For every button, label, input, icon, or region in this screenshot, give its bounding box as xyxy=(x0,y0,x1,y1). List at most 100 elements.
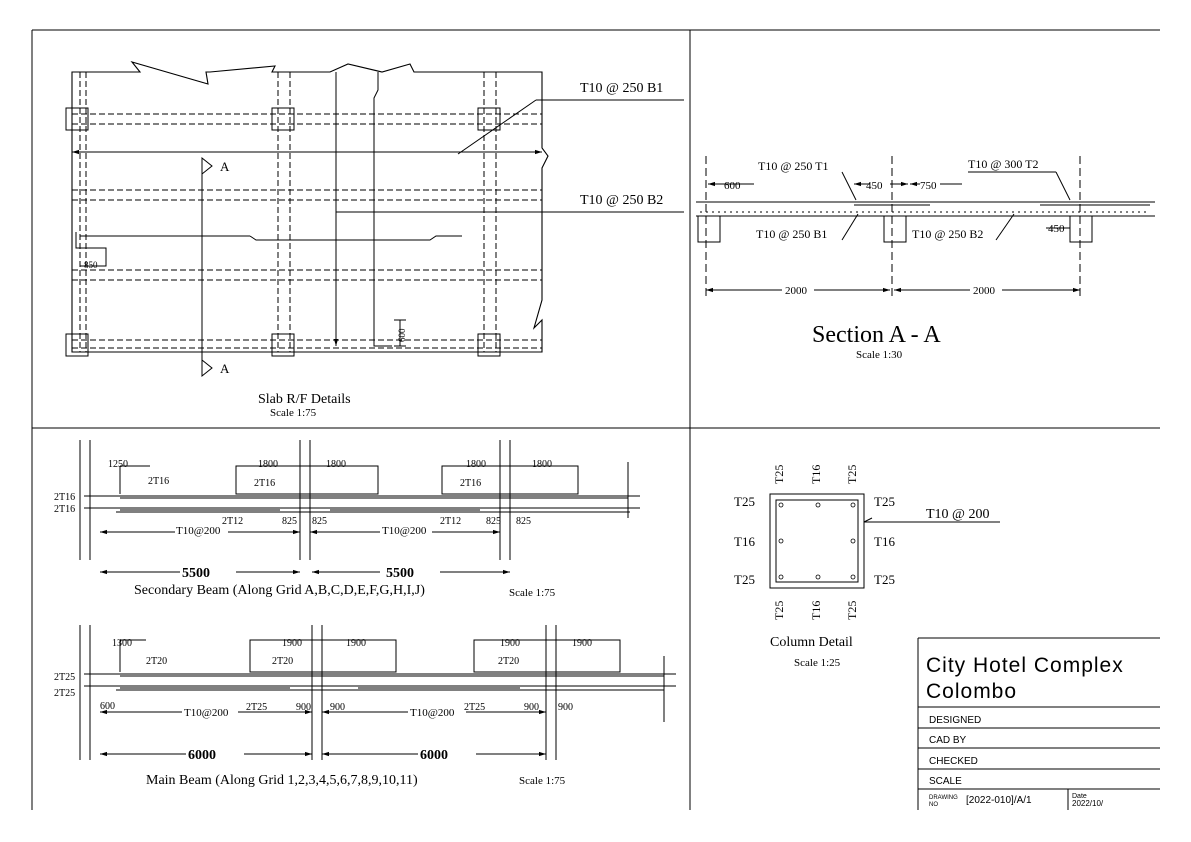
section-mark-top: A xyxy=(220,159,230,174)
mb-bot-bars: 2T25 xyxy=(54,688,75,699)
sb-dim-825a: 825 xyxy=(282,516,297,527)
secondary-beam-labels: 1250 1800 1800 1800 1800 2T16 2T16 2T16 … xyxy=(54,459,556,599)
sb-bottom-add-b: 2T12 xyxy=(440,516,461,527)
sb-links-b: T10@200 xyxy=(382,525,427,537)
col-title: Column Detail xyxy=(770,635,853,650)
col-top-t25-right: T25 xyxy=(845,465,859,484)
section-dim-450a: 450 xyxy=(866,180,883,192)
mb-dim-600: 600 xyxy=(100,701,115,712)
section-span-2: 2000 xyxy=(973,285,996,297)
slab-dim-850: 850 xyxy=(84,260,98,270)
section-b2-label: T10 @ 250 B2 xyxy=(912,227,983,241)
mb-bottom-add-a: 2T25 xyxy=(246,702,267,713)
section-dim-450b: 450 xyxy=(1048,223,1065,235)
col-top-t16: T16 xyxy=(809,465,823,484)
mb-title: Main Beam (Along Grid 1,2,3,4,5,6,7,8,9,… xyxy=(146,773,418,788)
sb-span-a: 5500 xyxy=(182,566,210,581)
project-name-line1: City Hotel Complex xyxy=(926,654,1124,677)
mb-extra-top-c: 2T20 xyxy=(498,656,519,667)
sb-extra-top-a: 2T16 xyxy=(148,476,169,487)
sb-title: Secondary Beam (Along Grid A,B,C,D,E,F,G… xyxy=(134,583,425,598)
drawing-no-value: [2022-010]/A/1 xyxy=(966,795,1032,806)
sb-dim-1250: 1250 xyxy=(108,459,128,470)
section-title: Section A - A xyxy=(812,322,941,348)
sb-dim-825c: 825 xyxy=(486,516,501,527)
mb-dim-1900c: 1900 xyxy=(500,638,520,649)
section-span-1: 2000 xyxy=(785,285,808,297)
date-label: Date xyxy=(1072,793,1087,800)
mb-links-b: T10@200 xyxy=(410,707,455,719)
main-beam-labels: 1300 1900 1900 1900 1900 2T25 2T25 2T20 … xyxy=(54,638,592,788)
col-right-t16: T16 xyxy=(874,534,895,549)
title-block xyxy=(917,637,1160,810)
mb-dim-1900d: 1900 xyxy=(572,638,592,649)
drawing-no-label-1: DRAWING xyxy=(929,795,958,801)
col-right-t25-top: T25 xyxy=(874,494,895,509)
sb-dim-1800b: 1800 xyxy=(326,459,346,470)
mb-dim-900c: 900 xyxy=(524,702,539,713)
section-dim-600: 600 xyxy=(724,180,741,192)
slab-bar-b2-label: T10 @ 250 B2 xyxy=(580,193,663,208)
mb-top-bars: 2T25 xyxy=(54,672,75,683)
section-aa xyxy=(696,156,1155,300)
sb-dim-1800a: 1800 xyxy=(258,459,278,470)
mb-links-a: T10@200 xyxy=(184,707,229,719)
main-beam xyxy=(79,625,676,760)
sb-dim-1800c: 1800 xyxy=(466,459,486,470)
designed-label: DESIGNED xyxy=(929,715,981,726)
sb-bot-bars: 2T16 xyxy=(54,504,75,515)
col-right-t25-bot: T25 xyxy=(874,572,895,587)
scale-label: SCALE xyxy=(929,776,962,787)
mb-scale: Scale 1:75 xyxy=(519,775,566,787)
mb-span-a: 6000 xyxy=(188,748,216,763)
sb-scale: Scale 1:75 xyxy=(509,587,556,599)
col-bot-t16: T16 xyxy=(809,601,823,620)
sb-links-a: T10@200 xyxy=(176,525,221,537)
slab-dim-600: 600 xyxy=(397,328,407,342)
title-block-text: City Hotel Complex Colombo DESIGNED CAD … xyxy=(926,654,1124,808)
col-bot-t25-left: T25 xyxy=(772,601,786,620)
date-value: 2022/10/ xyxy=(1072,799,1104,808)
slab-scale: Scale 1:75 xyxy=(270,407,317,419)
sb-span-b: 5500 xyxy=(386,566,414,581)
column-labels: T25 T16 T25 T25 T16 T25 T25 T16 T25 T25 … xyxy=(734,465,989,669)
slab-labels: T10 @ 250 B1 T10 @ 250 B2 A A 850 600 Sl… xyxy=(84,81,663,419)
mb-dim-900a: 900 xyxy=(296,702,311,713)
checked-label: CHECKED xyxy=(929,756,978,767)
mb-span-b: 6000 xyxy=(420,748,448,763)
mb-dim-1900b: 1900 xyxy=(346,638,366,649)
section-scale: Scale 1:30 xyxy=(856,349,903,361)
sb-dim-825b: 825 xyxy=(312,516,327,527)
secondary-beam xyxy=(79,440,640,575)
section-b1-label: T10 @ 250 B1 xyxy=(756,227,827,241)
mb-dim-900b: 900 xyxy=(330,702,345,713)
section-dim-750: 750 xyxy=(920,180,937,192)
mb-dim-900d: 900 xyxy=(558,702,573,713)
col-bot-t25-right: T25 xyxy=(845,601,859,620)
section-t2-label: T10 @ 300 T2 xyxy=(968,157,1039,171)
section-t1-label: T10 @ 250 T1 xyxy=(758,159,829,173)
mb-dim-1900a: 1900 xyxy=(282,638,302,649)
col-scale: Scale 1:25 xyxy=(794,657,841,669)
mb-extra-top-b: 2T20 xyxy=(272,656,293,667)
sb-extra-top-c: 2T16 xyxy=(460,478,481,489)
drawing-no-label-2: NO xyxy=(929,802,938,808)
col-left-t16: T16 xyxy=(734,534,755,549)
column-bars xyxy=(778,502,856,580)
column-detail xyxy=(769,493,1000,589)
sb-dim-825d: 825 xyxy=(516,516,531,527)
slab-bar-b1-label: T10 @ 250 B1 xyxy=(580,81,663,96)
section-labels: T10 @ 250 T1 T10 @ 300 T2 T10 @ 250 B1 T… xyxy=(724,157,1065,361)
col-left-t25-bot: T25 xyxy=(734,572,755,587)
slab-title: Slab R/F Details xyxy=(258,392,351,407)
mb-extra-top-a: 2T20 xyxy=(146,656,167,667)
col-link-label: T10 @ 200 xyxy=(926,507,989,522)
sb-dim-1800d: 1800 xyxy=(532,459,552,470)
sheet-frame xyxy=(31,29,1160,810)
sb-extra-top-b: 2T16 xyxy=(254,478,275,489)
sb-top-bars: 2T16 xyxy=(54,492,75,503)
mb-dim-1300: 1300 xyxy=(112,638,132,649)
sb-bottom-add-a: 2T12 xyxy=(222,516,243,527)
col-top-t25-left: T25 xyxy=(772,465,786,484)
